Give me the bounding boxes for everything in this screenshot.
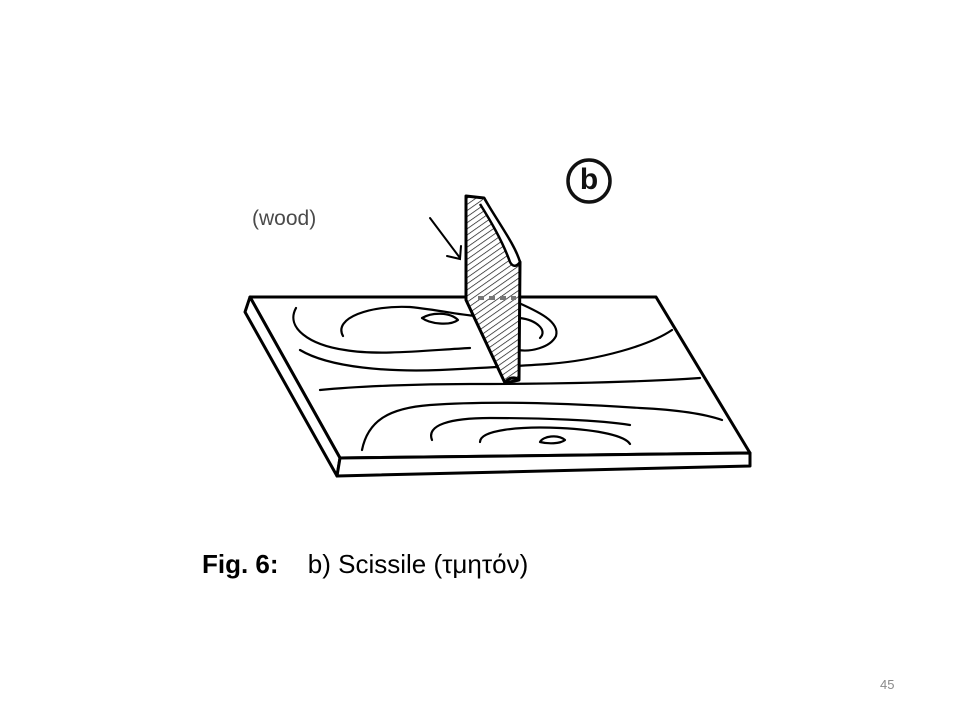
blade-bottom-rounding [503,376,520,384]
blade-edge-bevel [478,197,522,267]
pointer-arrow [429,217,462,261]
caption-text: b) Scissile (τμητόν) [307,549,529,579]
caption-figure-label: Fig. 6: [202,549,279,579]
wood-grain [292,298,724,452]
material-label: (wood) [252,207,317,230]
badge-ring [566,158,612,204]
board-front-edge [335,451,752,478]
figure-caption: Fig. 6: b) Scissile (τμητόν) [202,549,528,580]
figure-badge-letter: b [579,163,599,196]
page-number: 45 [880,677,895,692]
